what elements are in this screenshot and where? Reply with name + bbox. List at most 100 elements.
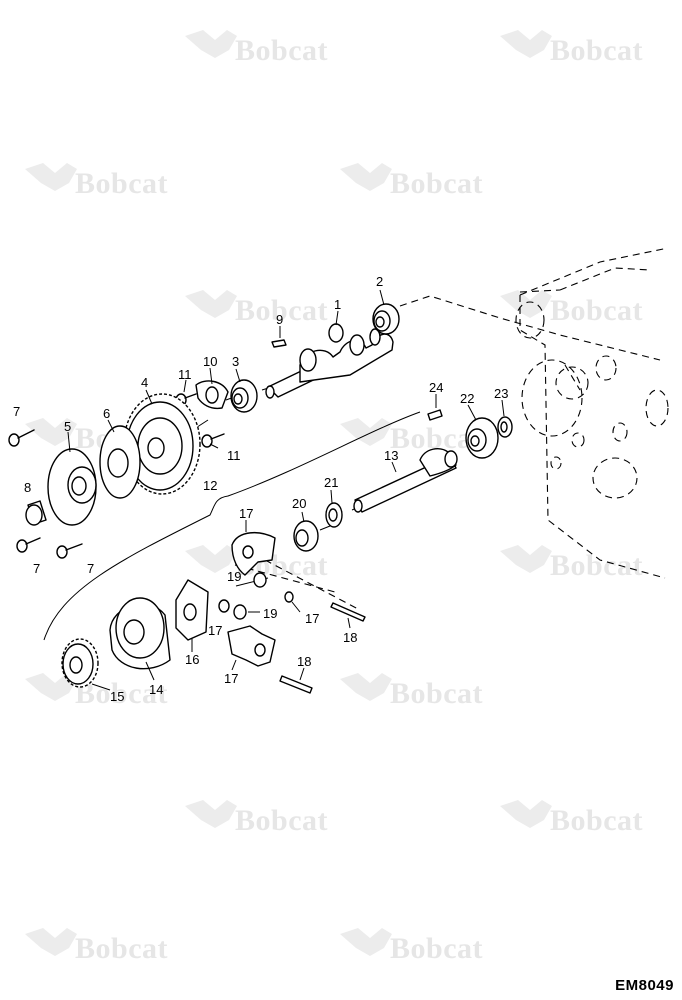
callout-8: 8 xyxy=(24,480,31,495)
callout-15: 15 xyxy=(110,689,124,704)
bobcat-logo-icon xyxy=(500,290,552,318)
part-18-pin-upper xyxy=(330,602,366,622)
part-24-pin xyxy=(427,409,443,421)
part-19-bushing-upper xyxy=(253,572,267,588)
callout-5: 5 xyxy=(64,419,71,434)
watermark-1: Bobcat xyxy=(185,30,328,67)
part-3-bearing xyxy=(230,379,258,413)
part-13-balancer-shaft xyxy=(353,448,458,513)
watermarks: Bobcat Bobcat Bobcat Bobcat Bobcat Bobca… xyxy=(25,30,643,965)
callout-11-lower: 11 xyxy=(227,448,241,463)
part-15-gear xyxy=(61,638,99,688)
callout-10: 10 xyxy=(203,354,217,369)
part-17-bolt xyxy=(284,591,294,603)
callout-24: 24 xyxy=(429,380,443,395)
part-7-bolt-right xyxy=(56,543,83,559)
callout-16: 16 xyxy=(185,652,199,667)
part-14-balancer-drum xyxy=(109,597,171,670)
watermark-text: Bobcat xyxy=(75,932,168,965)
watermark-text: Bobcat xyxy=(390,932,483,965)
watermark-text: Bobcat xyxy=(550,549,643,582)
watermark-12: Bobcat xyxy=(340,673,483,710)
part-12-group-bracket xyxy=(43,411,421,641)
callout-20: 20 xyxy=(292,496,306,511)
bobcat-logo-icon xyxy=(340,673,392,701)
callout-17-top: 17 xyxy=(239,506,253,521)
callout-6: 6 xyxy=(103,406,110,421)
part-1-camshaft xyxy=(265,323,394,399)
bobcat-logo-icon xyxy=(500,800,552,828)
part-23-snap-ring xyxy=(497,416,513,438)
watermark-8: Bobcat xyxy=(340,418,483,455)
part-17-balancer-weight-upper xyxy=(231,532,276,576)
part-9-key xyxy=(271,339,287,348)
bobcat-logo-icon xyxy=(340,928,392,956)
bobcat-logo-icon xyxy=(500,545,552,573)
watermark-3: Bobcat xyxy=(25,163,168,200)
watermark-text: Bobcat xyxy=(390,677,483,710)
part-21-washer xyxy=(325,502,343,528)
callout-7-left: 7 xyxy=(33,561,40,576)
watermark-5: Bobcat xyxy=(185,290,328,327)
callout-1: 1 xyxy=(334,297,341,312)
watermark-text: Bobcat xyxy=(235,294,328,327)
bobcat-logo-icon xyxy=(25,163,77,191)
bobcat-logo-icon xyxy=(25,928,77,956)
callout-3: 3 xyxy=(232,354,239,369)
part-18-pin-lower xyxy=(279,675,313,694)
callout-7-top: 7 xyxy=(13,404,20,419)
callout-22: 22 xyxy=(460,391,474,406)
engine-housing-outline xyxy=(399,247,669,579)
part-5-hub-flange xyxy=(47,448,97,526)
watermark-6: Bobcat xyxy=(500,290,643,327)
callout-14: 14 xyxy=(149,682,163,697)
watermark-text: Bobcat xyxy=(550,34,643,67)
watermark-text: Bobcat xyxy=(235,34,328,67)
watermark-16: Bobcat xyxy=(340,928,483,965)
watermark-15: Bobcat xyxy=(25,928,168,965)
watermark-text: Bobcat xyxy=(75,167,168,200)
part-7-bolt-top xyxy=(8,429,35,447)
callout-23: 23 xyxy=(494,386,508,401)
watermark-text: Bobcat xyxy=(235,804,328,837)
callout-18-upper: 18 xyxy=(343,630,357,645)
watermark-text: Bobcat xyxy=(550,804,643,837)
part-22-bearing xyxy=(465,417,499,459)
callout-18-lower: 18 xyxy=(297,654,311,669)
part-17-balancer-weight-lower xyxy=(227,625,276,667)
part-4-cam-gear xyxy=(123,393,201,495)
watermark-text: Bobcat xyxy=(390,167,483,200)
watermark-14: Bobcat xyxy=(500,800,643,837)
watermark-4: Bobcat xyxy=(340,163,483,200)
callout-21: 21 xyxy=(324,475,338,490)
callout-2: 2 xyxy=(376,274,383,289)
part-11-bolt-lower xyxy=(201,433,225,448)
part-8-bushing xyxy=(25,500,47,526)
callout-7-right: 7 xyxy=(87,561,94,576)
part-20-bearing xyxy=(293,520,319,552)
watermark-10: Bobcat xyxy=(500,545,643,582)
callout-19-upper: 19 xyxy=(227,569,241,584)
callout-17-mid: 17 xyxy=(305,611,319,626)
bobcat-logo-icon xyxy=(25,418,77,446)
callout-11-upper: 11 xyxy=(178,367,192,382)
callout-13: 13 xyxy=(384,448,398,463)
callout-4: 4 xyxy=(141,375,148,390)
part-7-bolt-left xyxy=(16,537,41,553)
part-10-retainer-plate xyxy=(195,380,229,410)
watermark-11: Bobcat xyxy=(25,673,168,710)
callout-12: 12 xyxy=(203,478,217,493)
bobcat-logo-icon xyxy=(185,30,237,58)
bobcat-logo-icon xyxy=(500,30,552,58)
bobcat-logo-icon xyxy=(185,800,237,828)
part-6-plate xyxy=(99,425,141,499)
callout-leaders xyxy=(67,289,505,691)
bobcat-logo-icon xyxy=(185,545,237,573)
watermark-13: Bobcat xyxy=(185,800,328,837)
watermark-2: Bobcat xyxy=(500,30,643,67)
bobcat-logo-icon xyxy=(25,673,77,701)
callout-17-left: 17 xyxy=(208,623,222,638)
bobcat-logo-icon xyxy=(340,418,392,446)
bobcat-logo-icon xyxy=(340,163,392,191)
